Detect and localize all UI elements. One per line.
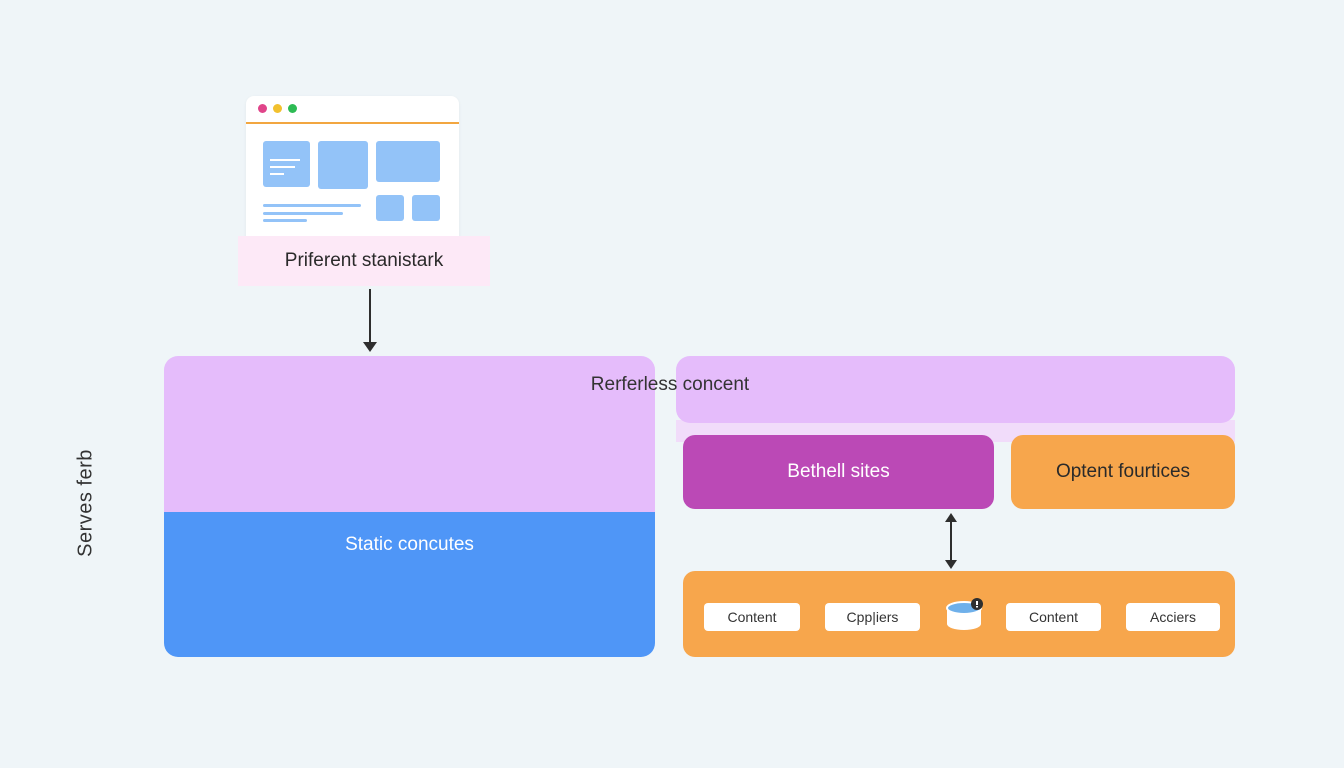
right-panel-header (676, 356, 1235, 423)
window-close-dot-icon (258, 104, 267, 113)
secondary-box-label: Optent fourtices (1055, 461, 1191, 482)
content-tile-icon (263, 141, 310, 187)
browser-header-divider (246, 122, 459, 124)
content-pill: Content (704, 603, 800, 631)
primary-box-label: Bethell sites (787, 461, 890, 482)
content-pill: Cpp|iers (825, 603, 920, 631)
primary-box: Bethell sites (683, 435, 994, 509)
text-line-placeholder (263, 212, 343, 215)
content-pill-label: Content (1028, 609, 1079, 625)
text-line-placeholder (263, 219, 307, 222)
double-arrow-icon (945, 513, 957, 569)
banner-tile-icon (376, 141, 440, 182)
small-tile-icon (412, 195, 440, 221)
content-pill: Content (1006, 603, 1101, 631)
secondary-box: Optent fourtices (1011, 435, 1235, 509)
content-pill-label: Content (727, 609, 777, 625)
database-icon (946, 598, 983, 630)
arrow-down-line (369, 289, 371, 345)
window-minimize-dot-icon (273, 104, 282, 113)
small-tile-icon (376, 195, 404, 221)
left-panel-label: Static concutes (345, 534, 474, 555)
browser-window-illustration (246, 96, 459, 238)
content-pill: Acciers (1126, 603, 1220, 631)
left-panel-bottom: Static concutes (164, 512, 655, 657)
side-label: Serves ferb (74, 449, 97, 557)
image-tile-icon (318, 141, 368, 189)
content-pill-label: Acciers (1150, 609, 1196, 625)
content-pill-label: Cpp|iers (846, 609, 899, 625)
text-line-placeholder (263, 204, 361, 207)
left-panel-top (164, 356, 655, 516)
window-maximize-dot-icon (288, 104, 297, 113)
right-panel-header-label: Rerferless concent (590, 374, 750, 395)
browser-caption: Priferent stanistark (238, 236, 490, 286)
arrow-down-icon (363, 342, 377, 352)
